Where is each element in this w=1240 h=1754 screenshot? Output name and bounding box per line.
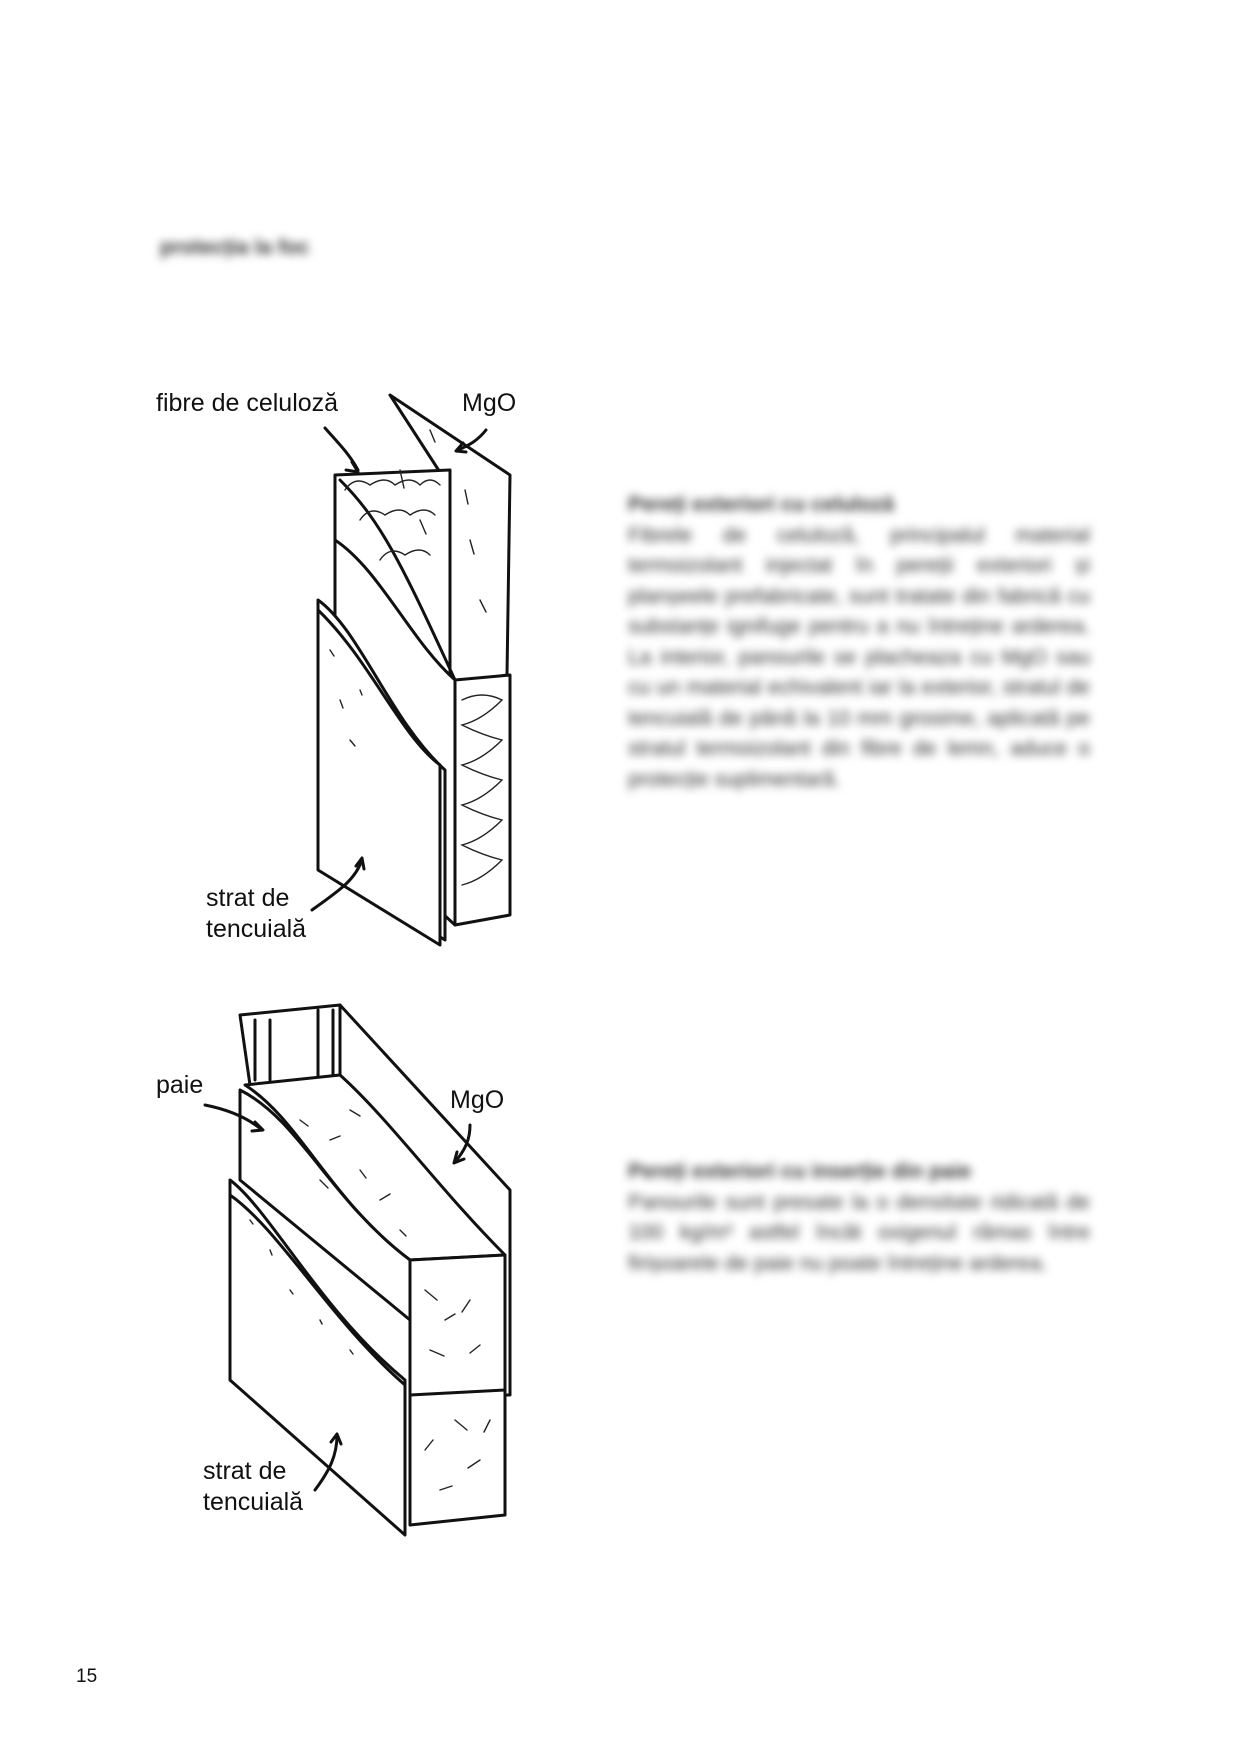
straw-wall-body: Panourile sunt presate la o densitate ri…: [628, 1190, 1090, 1275]
section-title: protecția la foc: [160, 236, 310, 259]
label-plaster-2-line2: tencuială: [203, 1488, 304, 1516]
page-number: 15: [76, 1666, 98, 1687]
cellulose-wall-body: Fibrele de celuloză, principalul materia…: [628, 523, 1090, 791]
arrow-plaster: [310, 858, 364, 912]
label-straw: paie: [156, 1071, 204, 1099]
label-plaster-1-line2: tencuială: [206, 915, 307, 943]
straw-wall-description: Pereți exteriori cu inserție din paie Pa…: [628, 1157, 1090, 1279]
label-cellulose-fibres: fibre de celuloză: [156, 389, 339, 417]
label-mgo-2: MgO: [450, 1086, 505, 1114]
straw-wall-heading: Pereți exteriori cu inserție din paie: [628, 1160, 972, 1183]
cellulose-wall-heading: Pereți exteriori cu celuloză: [628, 493, 895, 516]
cellulose-wall-description: Pereți exteriori cu celuloză Fibrele de …: [628, 490, 1090, 795]
arrow-plaster-2: [313, 1433, 339, 1492]
label-mgo-1: MgO: [462, 389, 517, 417]
arrow-mgo: [456, 428, 488, 452]
label-plaster-1-line1: strat de: [206, 884, 290, 912]
label-plaster-2-line1: strat de: [203, 1457, 287, 1485]
arrow-mgo-2: [453, 1123, 472, 1164]
